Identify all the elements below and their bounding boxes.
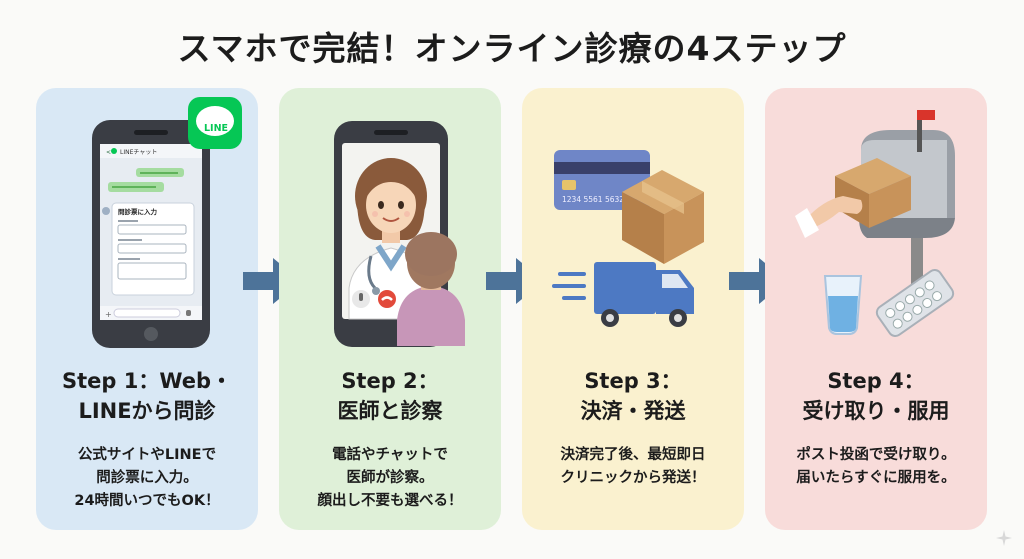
sparkle-icon [996, 530, 1012, 546]
payment-shipping-illustration: 1234 5561 5632 [552, 150, 704, 327]
svg-text:<: < [106, 149, 111, 156]
step-3-card: 1234 5561 5632 Step 3： 決済・発送 決済完了後、最短即日 … [522, 88, 744, 530]
video-call-doctor-illustration [334, 121, 465, 347]
line-badge-label: LINE [203, 123, 229, 134]
step-1-card: < LINEチャット 問診票に入力 + LINE Step 1：Web・ LIN… [36, 88, 258, 530]
step-2-title: Step 2： 医師と診察 [337, 369, 443, 423]
mailbox-medicine-illustration [795, 110, 955, 337]
step-4-description: ポスト投函で受け取り。 届いたらすぐに服用を。 [796, 447, 956, 486]
step-2-description: 電話やチャットで 医師が診察。 顔出し不要も選べる！ [317, 447, 463, 509]
page-title: スマホで完結！オンライン診療の4ステップ [177, 29, 847, 68]
step-4-card: Step 4： 受け取り・服用 ポスト投函で受け取り。 届いたらすぐに服用を。 [765, 88, 987, 530]
form-title: 問診票に入力 [118, 207, 158, 216]
step-3-description: 決済完了後、最短即日 クリニックから発送！ [560, 447, 706, 486]
svg-text:+: + [105, 310, 112, 319]
step-4-title: Step 4： 受け取り・服用 [802, 369, 950, 423]
step-2-card: Step 2： 医師と診察 電話やチャットで 医師が診察。 顔出し不要も選べる！ [279, 88, 501, 530]
smartphone-line-illustration: < LINEチャット 問診票に入力 + [92, 97, 242, 348]
step-3-title: Step 3： 決済・発送 [580, 369, 686, 423]
card-number: 1234 5561 5632 [562, 195, 624, 204]
step-1-title: Step 1：Web・ LINEから問診 [61, 369, 233, 423]
step-1-description: 公式サイトやLINEで 問診票に入力。 24時間いつでもOK！ [74, 447, 220, 509]
chat-header-label: LINEチャット [120, 149, 157, 156]
